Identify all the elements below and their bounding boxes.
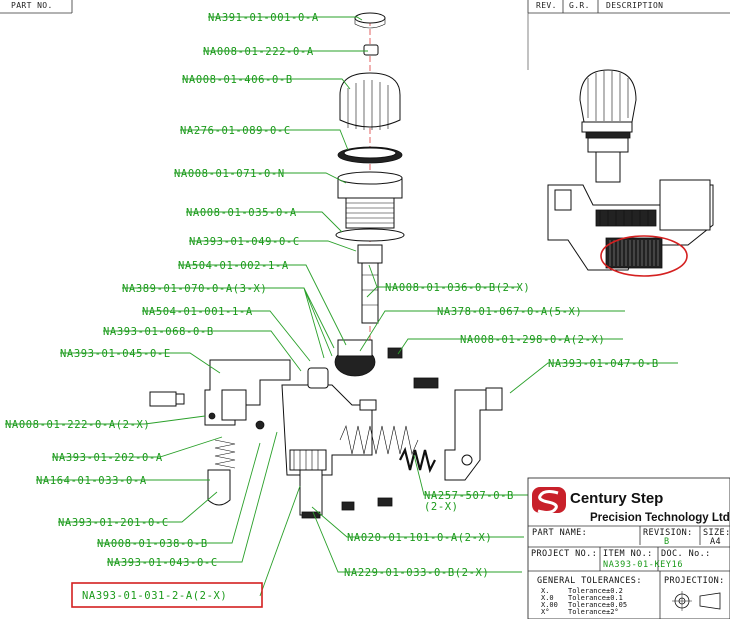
- callout-na393-01-043: NA393-01-043-0-C: [107, 557, 218, 569]
- size-label: SIZE:: [703, 528, 730, 538]
- general-tolerances-label: GENERAL TOLERANCES:: [537, 576, 642, 586]
- isometric-inset-view: [527, 13, 714, 277]
- tolerance-label: Tolerance: [568, 594, 606, 602]
- title-block: Century Step Precision Technology Ltd. P…: [527, 477, 730, 619]
- callout-na008-01-298: NA008-01-298-0-A(2-X): [460, 334, 605, 346]
- callout-na008-01-038: NA008-01-038-0-B: [97, 538, 208, 550]
- gr-header-label: G.R.: [569, 1, 590, 10]
- leader-lines: [5, 16, 678, 597]
- tolerance-label: Tolerance: [568, 601, 606, 609]
- description-header-label: DESCRIPTION: [606, 1, 663, 10]
- callout-na164-01-033: NA164-01-033-0-A: [36, 475, 147, 487]
- inset-highlight-circle: [600, 235, 688, 277]
- callout-na020-01-101: NA020-01-101-0-A(2-X): [347, 532, 492, 544]
- callout-na257-507-qty: (2-X): [424, 501, 459, 513]
- callout-na389-01-070: NA389-01-070-0-A(3-X): [122, 283, 267, 295]
- callout-labels: NA391-01-001-0-A NA008-01-222-0-A NA008-…: [5, 12, 659, 608]
- rev-header-label: REV.: [536, 1, 557, 10]
- tolerance-digits: X°: [541, 608, 549, 616]
- tolerance-value: ±0.05: [606, 601, 627, 609]
- callout-na008-01-222: NA008-01-222-0-A: [203, 46, 314, 58]
- tolerance-value: ±0.1: [606, 594, 623, 602]
- callout-na378-01-067: NA378-01-067-0-A(5-X): [437, 306, 582, 318]
- callout-na393-01-201: NA393-01-201-0-C: [58, 517, 169, 529]
- tolerance-label: Tolerance: [568, 608, 606, 616]
- tolerance-value: ±0.2: [606, 587, 623, 595]
- highlight-box: [71, 582, 263, 608]
- revision-header-box: REV. G.R. DESCRIPTION: [527, 0, 730, 14]
- company-name-line1: Century Step: [570, 490, 663, 507]
- third-angle-projection-icon: [672, 591, 721, 611]
- tolerance-table: X. Tolerance ±0.2 X.0 Tolerance ±0.1 X.0…: [541, 587, 627, 616]
- callout-na008-01-035: NA008-01-035-0-A: [186, 207, 297, 219]
- main-bracket: [281, 347, 439, 519]
- revision-label: REVISION:: [643, 528, 693, 538]
- left-subassembly: [149, 359, 291, 506]
- revision-value: B: [664, 537, 670, 547]
- callout-na229-01-033: NA229-01-033-0-B(2-X): [344, 567, 489, 579]
- company-name-line2: Precision Technology Ltd.: [590, 512, 730, 524]
- callout-na008-01-222-2x: NA008-01-222-0-A(2-X): [5, 419, 150, 431]
- item-no-value: NA393-01-KEY16: [603, 560, 683, 570]
- callout-na008-01-071: NA008-01-071-0-N: [174, 168, 285, 180]
- callout-na008-01-406: NA008-01-406-0-B: [182, 74, 293, 86]
- callout-na393-01-047: NA393-01-047-0-B: [548, 358, 659, 370]
- size-value: A4: [710, 537, 721, 547]
- tolerance-label: Tolerance: [568, 587, 606, 595]
- company-logo: [532, 487, 566, 514]
- callout-na393-01-049: NA393-01-049-0-C: [189, 236, 300, 248]
- exploded-parts-stack: [334, 12, 405, 377]
- project-no-label: PROJECT NO.:: [531, 549, 597, 559]
- projection-label: PROJECTION:: [664, 576, 725, 586]
- part-no-header-box: PART NO.: [0, 0, 73, 14]
- callout-na393-01-045: NA393-01-045-0-E: [60, 348, 171, 360]
- right-arm: [444, 387, 503, 481]
- callout-na504-01-002: NA504-01-002-1-A: [178, 260, 289, 272]
- callout-na393-01-031-highlighted: NA393-01-031-2-A(2-X): [82, 590, 227, 602]
- tolerance-value: ±2°: [606, 608, 619, 616]
- callout-na391-01-001: NA391-01-001-0-A: [208, 12, 319, 24]
- part-no-header-label: PART NO.: [11, 1, 53, 10]
- part-name-label: PART NAME:: [532, 528, 587, 538]
- callout-na393-01-068: NA393-01-068-0-B: [103, 326, 214, 338]
- item-no-label: ITEM NO.:: [603, 549, 653, 559]
- doc-no-label: DOC. No.:: [661, 549, 711, 559]
- tolerance-digits: X.: [541, 587, 549, 595]
- callout-na504-01-001: NA504-01-001-1-A: [142, 306, 253, 318]
- callout-na257-507: NA257-507-0-B: [424, 490, 514, 502]
- callout-na008-01-036: NA008-01-036-0-B(2-X): [385, 282, 530, 294]
- tolerance-digits: X.0: [541, 594, 554, 602]
- callout-na393-01-202: NA393-01-202-0-A: [52, 452, 163, 464]
- callout-na276-01-089: NA276-01-089-0-C: [180, 125, 291, 137]
- tolerance-digits: X.00: [541, 601, 558, 609]
